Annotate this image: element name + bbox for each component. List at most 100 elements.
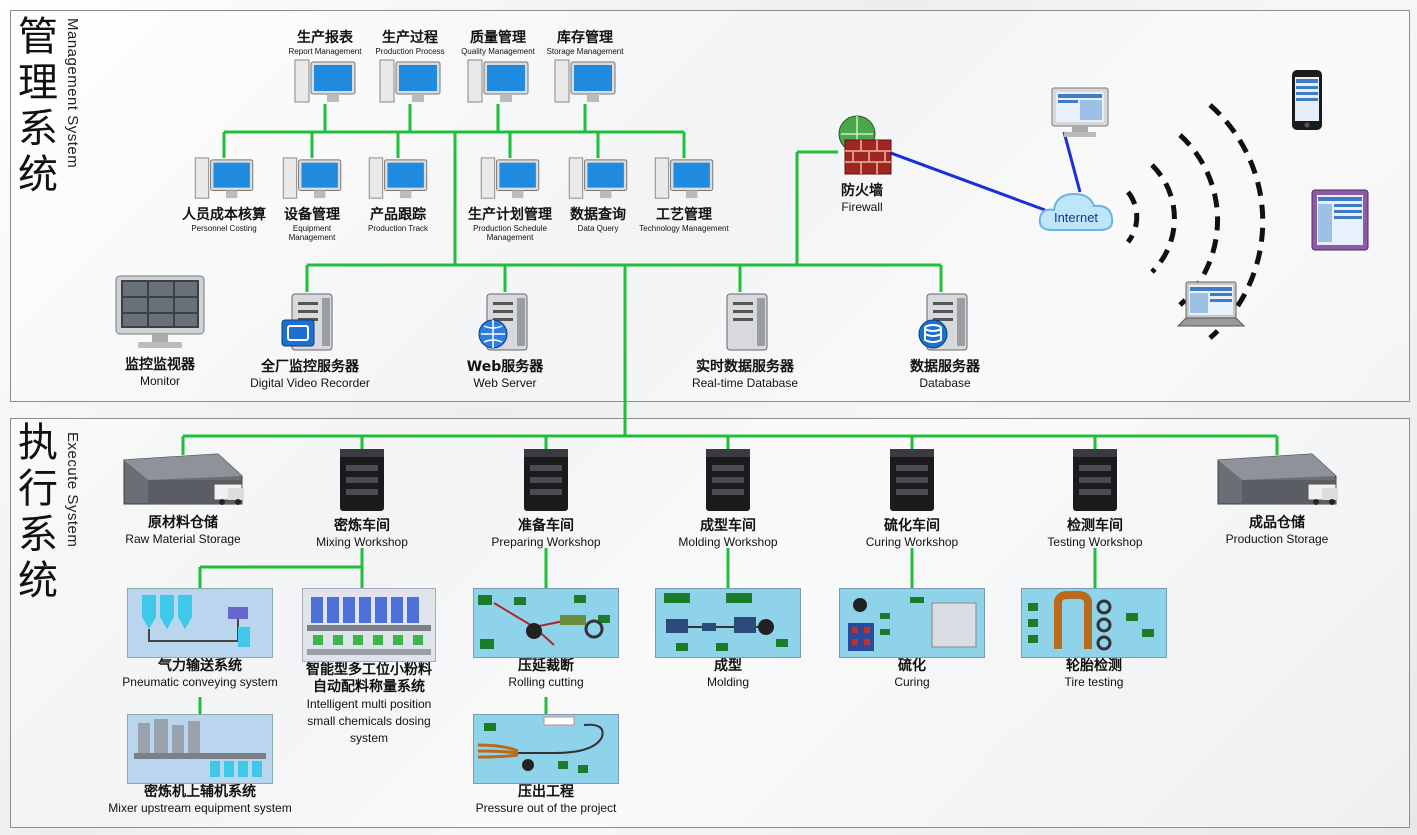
- dosing-diagram: [302, 588, 436, 662]
- unit-mixing-workshop[interactable]: 密炼车间 Mixing Workshop: [307, 447, 417, 549]
- subsystem-tire-testing[interactable]: 轮胎检测 Tire testing: [1018, 588, 1170, 689]
- server-icon: [524, 449, 568, 511]
- monitor-en: Monitor: [139, 374, 180, 388]
- pressure-out-diagram: [473, 714, 619, 784]
- firewall-node[interactable]: 防火墙 Firewall: [820, 114, 904, 214]
- app-production-process[interactable]: 生产过程 Production Process: [355, 30, 465, 111]
- server-realtime-db-en: Real-time Database: [691, 376, 799, 390]
- desktop-icon[interactable]: [1048, 86, 1112, 140]
- curing-diagram: [839, 588, 985, 658]
- app-personnel-costing[interactable]: 人员成本核算 Personnel Costing: [164, 156, 284, 233]
- firewall-icon: [838, 115, 892, 175]
- server-web-cn: Web服务器: [466, 359, 544, 375]
- unit-preparing-workshop-cn: 准备车间: [518, 518, 574, 534]
- subsystem-molding[interactable]: 成型 Molding: [652, 588, 804, 689]
- app-report-management-en: Report Management: [288, 47, 362, 56]
- app-production-track[interactable]: 产品跟踪 Production Track: [348, 156, 448, 233]
- server-web[interactable]: Web服务器 Web Server: [440, 290, 570, 390]
- app-personnel-costing-cn: 人员成本核算: [182, 207, 266, 223]
- tire-testing-diagram: [1021, 588, 1167, 658]
- pc-icon: [467, 59, 529, 103]
- app-production-track-en: Production Track: [367, 224, 429, 233]
- server-database-en: Database: [919, 376, 971, 390]
- subsystem-pneumatic-conveying-en: Pneumatic conveying system: [122, 675, 278, 689]
- unit-testing-workshop[interactable]: 检测车间 Testing Workshop: [1035, 447, 1155, 549]
- subsystem-mixer-upstream-cn: 密炼机上辅机系统: [144, 784, 256, 800]
- subsystem-pressure-out[interactable]: 压出工程 Pressure out of the project: [460, 714, 632, 815]
- app-production-schedule[interactable]: 生产计划管理 Production Schedule Management: [450, 156, 570, 242]
- pc-icon: [194, 157, 254, 199]
- server-icon: [478, 293, 528, 351]
- app-report-management-cn: 生产报表: [297, 30, 353, 46]
- phone-icon[interactable]: [1290, 68, 1324, 132]
- pc-icon: [554, 59, 616, 103]
- subsystem-mixer-upstream-en: Mixer upstream equipment system: [108, 801, 292, 815]
- app-technology-management-cn: 工艺管理: [656, 207, 712, 223]
- app-storage-management-cn: 库存管理: [557, 30, 613, 46]
- unit-testing-workshop-en: Testing Workshop: [1047, 535, 1143, 549]
- monitor-icon: [115, 275, 205, 348]
- server-video-recorder-en: Digital Video Recorder: [250, 376, 370, 390]
- unit-preparing-workshop[interactable]: 准备车间 Preparing Workshop: [486, 447, 606, 549]
- unit-production-storage[interactable]: 成品仓储 Production Storage: [1212, 450, 1342, 546]
- server-icon: [918, 293, 968, 351]
- tablet-icon[interactable]: [1310, 188, 1370, 252]
- subsystem-pneumatic-conveying-cn: 气力输送系统: [158, 658, 242, 674]
- unit-molding-workshop-en: Molding Workshop: [678, 535, 778, 549]
- subsystem-pneumatic-conveying[interactable]: 气力输送系统 Pneumatic conveying system: [115, 588, 285, 689]
- subsystem-rolling-cutting[interactable]: 压延裁断 Rolling cutting: [470, 588, 622, 689]
- app-production-process-en: Production Process: [375, 47, 445, 56]
- app-equipment-management-en: Equipment Management: [288, 224, 336, 242]
- app-production-schedule-cn: 生产计划管理: [468, 207, 552, 223]
- unit-raw-material-storage[interactable]: 原材料仓储 Raw Material Storage: [118, 450, 248, 546]
- management-panel: [10, 10, 1410, 402]
- subsystem-tire-testing-cn: 轮胎检测: [1066, 658, 1122, 674]
- warehouse-icon: [1217, 453, 1338, 505]
- pneumatic-diagram: [127, 588, 273, 658]
- warehouse-icon: [123, 453, 244, 505]
- pc-icon: [294, 59, 356, 103]
- server-icon: [706, 449, 750, 511]
- app-data-query[interactable]: 数据查询 Data Query: [548, 156, 648, 233]
- subsystem-curing[interactable]: 硫化 Curing: [836, 588, 988, 689]
- subsystem-rolling-cutting-en: Rolling cutting: [508, 675, 584, 689]
- unit-molding-workshop[interactable]: 成型车间 Molding Workshop: [668, 447, 788, 549]
- pc-icon: [368, 157, 428, 199]
- server-database[interactable]: 数据服务器 Database: [880, 290, 1010, 390]
- server-video-recorder-cn: 全厂监控服务器: [261, 359, 359, 375]
- unit-raw-material-storage-cn: 原材料仓储: [148, 515, 218, 531]
- subsystem-curing-cn: 硫化: [898, 658, 926, 674]
- app-equipment-management-cn: 设备管理: [284, 207, 340, 223]
- subsystem-curing-en: Curing: [894, 675, 930, 689]
- app-data-query-cn: 数据查询: [570, 207, 626, 223]
- subsystem-chemicals-dosing[interactable]: 智能型多工位小粉料 自动配料称量系统 Intelligent multi pos…: [294, 588, 444, 747]
- server-icon: [1073, 449, 1117, 511]
- app-quality-management-cn: 质量管理: [470, 30, 526, 46]
- laptop-icon[interactable]: [1176, 280, 1246, 332]
- pc-icon: [568, 157, 628, 199]
- app-technology-management[interactable]: 工艺管理 Technology Management: [629, 156, 739, 233]
- unit-curing-workshop-en: Curing Workshop: [865, 535, 959, 549]
- monitor-node[interactable]: 监控监视器 Monitor: [100, 274, 220, 388]
- subsystem-molding-cn: 成型: [714, 658, 742, 674]
- execute-title-cn: 执 行 系 统: [18, 420, 58, 604]
- app-equipment-management[interactable]: 设备管理 Equipment Management: [262, 156, 362, 242]
- app-storage-management[interactable]: 库存管理 Storage Management: [530, 30, 640, 111]
- subsystem-pressure-out-en: Pressure out of the project: [475, 801, 617, 815]
- pc-icon: [282, 157, 342, 199]
- app-report-management[interactable]: 生产报表 Report Management: [270, 30, 380, 111]
- internet-label: Internet: [1053, 210, 1099, 225]
- cloud-icon[interactable]: Internet: [1036, 186, 1116, 236]
- management-title-cn: 管 理 系 统: [18, 14, 58, 198]
- server-icon: [340, 449, 384, 511]
- firewall-cn: 防火墙: [841, 183, 883, 199]
- subsystem-chemicals-dosing-cn: 智能型多工位小粉料 自动配料称量系统: [306, 662, 432, 695]
- unit-curing-workshop[interactable]: 硫化车间 Curing Workshop: [852, 447, 972, 549]
- server-video-recorder[interactable]: 全厂监控服务器 Digital Video Recorder: [245, 290, 375, 390]
- app-quality-management[interactable]: 质量管理 Quality Management: [443, 30, 553, 111]
- unit-production-storage-en: Production Storage: [1225, 532, 1329, 546]
- subsystem-mixer-upstream[interactable]: 密炼机上辅机系统 Mixer upstream equipment system: [100, 714, 300, 815]
- pc-icon: [654, 157, 714, 199]
- mixer-upstream-diagram: [127, 714, 273, 784]
- server-realtime-db[interactable]: 实时数据服务器 Real-time Database: [675, 290, 815, 390]
